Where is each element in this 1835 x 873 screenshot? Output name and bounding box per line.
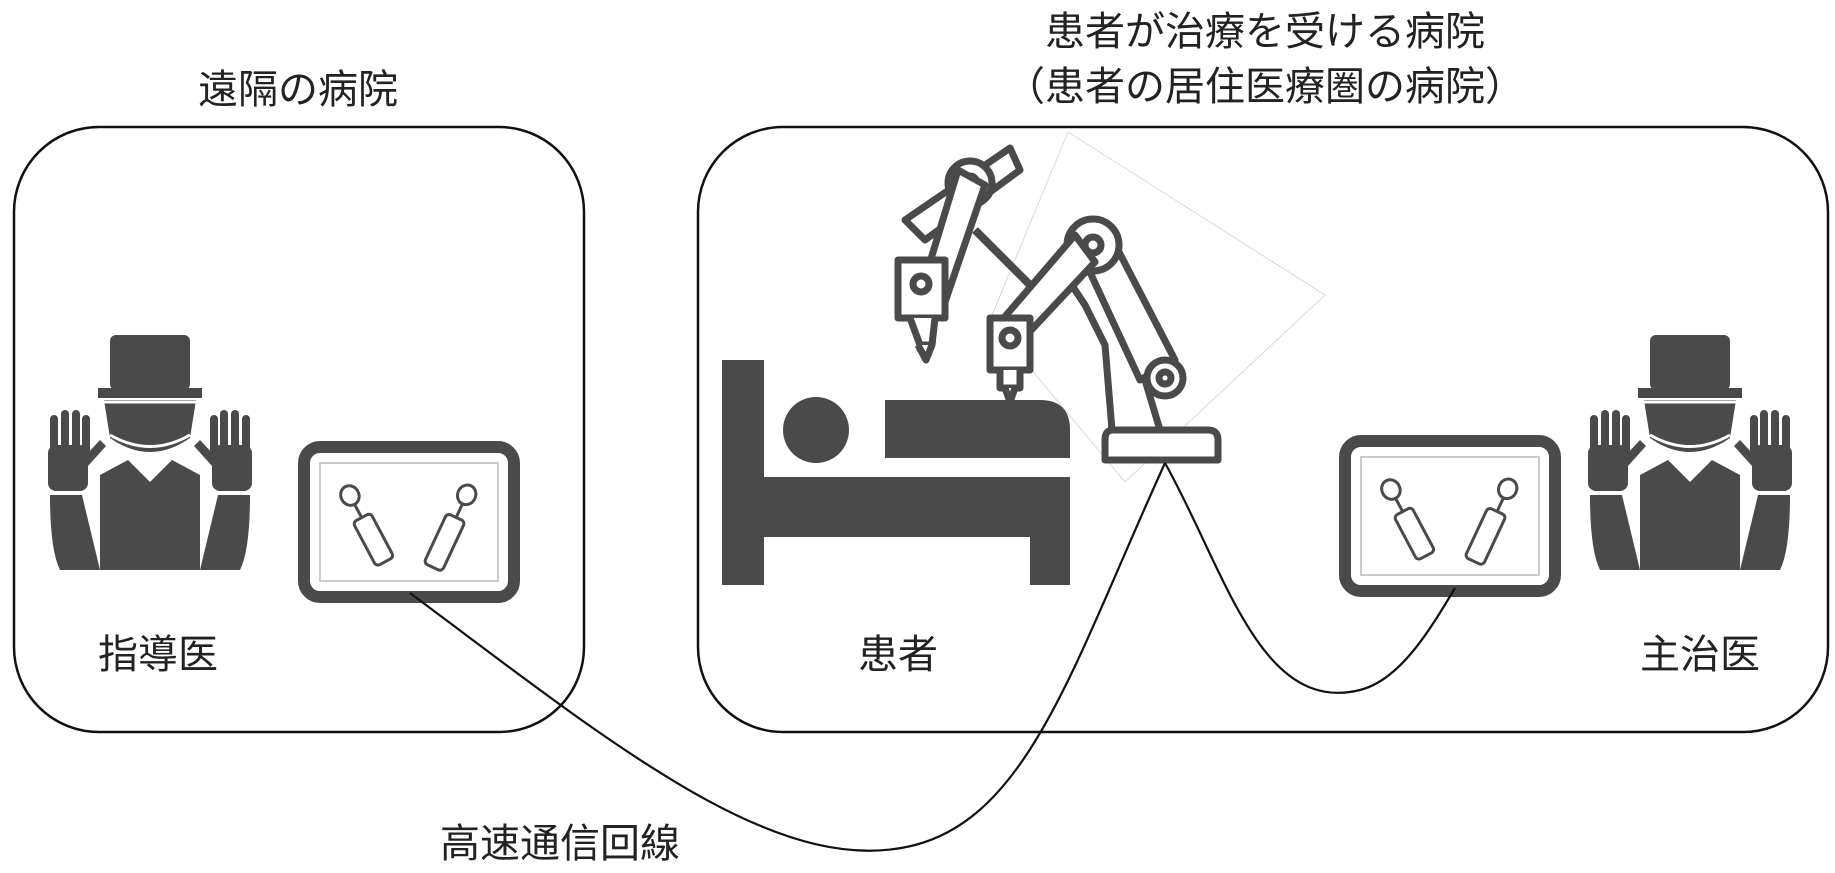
attending-label: 主治医 [1640, 632, 1760, 678]
surgical-console-icon [304, 447, 514, 597]
remote-link-line [409, 462, 1167, 852]
surgeon-icon [46, 333, 254, 572]
remote-hospital-group: 遠隔の病院 指導医 [12, 67, 586, 734]
supervisor-label: 指導医 [98, 632, 218, 678]
local-hospital-title-line2: （患者の居住医療圏の病院） [1005, 64, 1525, 110]
remote-hospital-title: 遠隔の病院 [198, 67, 398, 113]
remote-hospital-frame [12, 125, 586, 734]
local-hospital-frame [696, 125, 1830, 734]
connection-lines [409, 462, 1456, 852]
local-link-line [1164, 462, 1456, 694]
attending-surgeon-icon [1586, 333, 1794, 572]
local-hospital-group: 患者が治療を受ける病院 （患者の居住医療圏の病院） [696, 9, 1830, 734]
patient-label: 患者 [858, 632, 938, 678]
connection-label: 高速通信回線 [440, 821, 680, 867]
patient-bed-icon [722, 360, 1070, 585]
local-hospital-title-line1: 患者が治療を受ける病院 [1045, 9, 1485, 55]
robot-outline-guide [989, 131, 1326, 483]
robotic-arm-icon [894, 144, 1222, 464]
attending-console-icon [1345, 441, 1555, 591]
